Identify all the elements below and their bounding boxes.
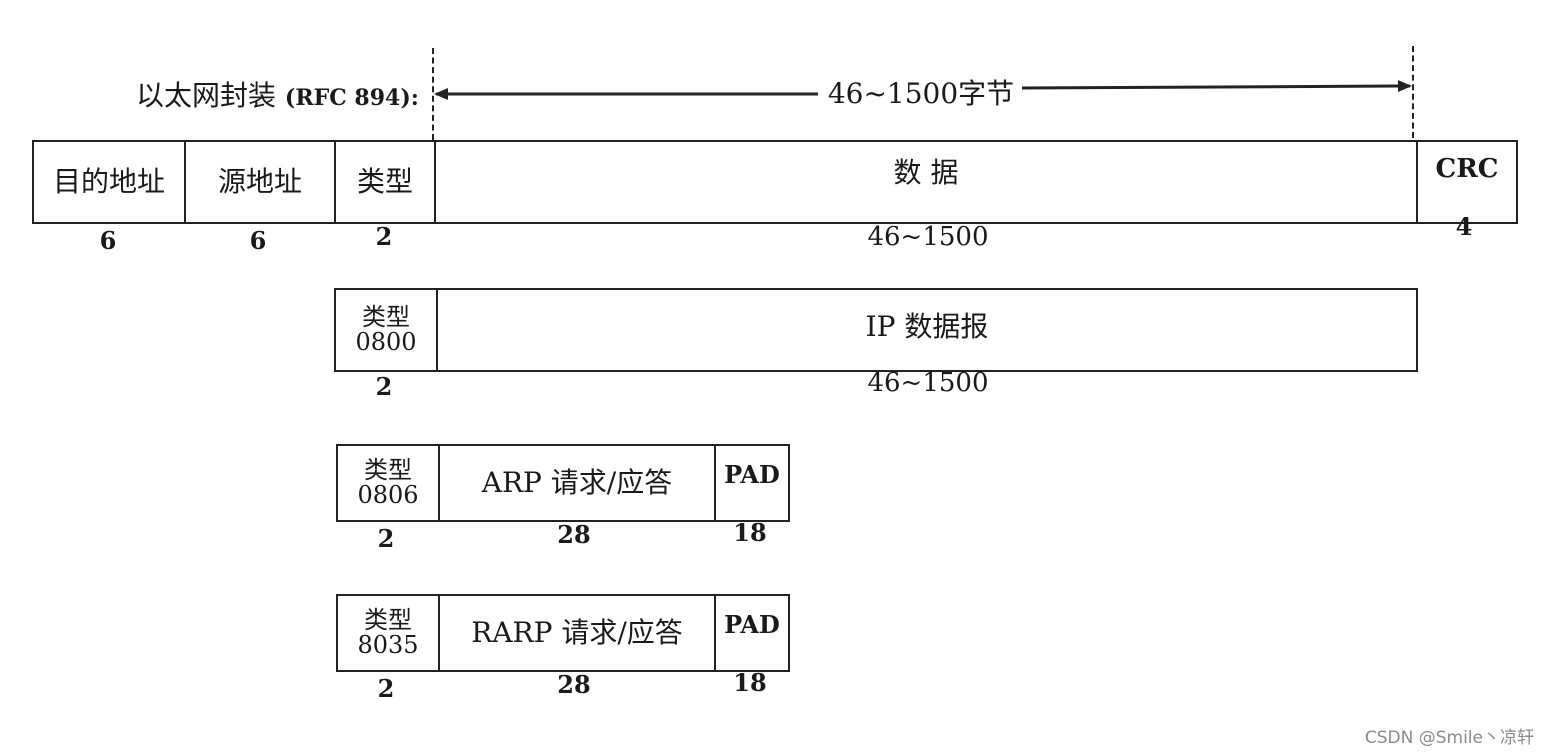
watermark: CSDN @Smile丶凉轩 bbox=[1364, 728, 1534, 748]
rarp-payload-field: RARP 请求/应答 bbox=[438, 596, 714, 670]
size-type: 2 bbox=[375, 222, 393, 251]
rarp-type-code: 8035 bbox=[357, 631, 419, 659]
arp-frame: 类型 0806 ARP 请求/应答 PAD bbox=[336, 444, 790, 522]
ip-frame: 类型 0800 IP 数据报 bbox=[334, 288, 1418, 372]
size-crc: 4 bbox=[1455, 212, 1473, 241]
field-data: 数 据 bbox=[434, 142, 1416, 222]
ip-size-payload: 46~1500 bbox=[867, 368, 989, 398]
ip-type-code: 0800 bbox=[355, 328, 417, 356]
arp-size-type: 2 bbox=[377, 524, 395, 553]
arp-size-payload: 28 bbox=[557, 520, 591, 549]
rarp-type-field: 类型 8035 bbox=[338, 596, 438, 670]
arp-type-label: 类型 bbox=[364, 455, 412, 484]
ip-datagram-field: IP 数据报 bbox=[436, 290, 1416, 370]
arp-size-pad: 18 bbox=[733, 518, 767, 547]
rarp-size-pad: 18 bbox=[733, 668, 767, 697]
rarp-frame: 类型 8035 RARP 请求/应答 PAD bbox=[336, 594, 790, 672]
dashed-guide-right bbox=[1412, 46, 1414, 138]
size-data: 46~1500 bbox=[867, 222, 989, 252]
field-src-address: 源地址 bbox=[184, 142, 334, 222]
arp-type-code: 0806 bbox=[357, 481, 419, 509]
ip-size-type: 2 bbox=[375, 372, 393, 401]
ip-type-field: 类型 0800 bbox=[336, 290, 436, 370]
arp-type-field: 类型 0806 bbox=[338, 446, 438, 520]
size-dest: 6 bbox=[99, 226, 117, 255]
rarp-type-label: 类型 bbox=[364, 605, 412, 634]
size-src: 6 bbox=[249, 226, 267, 255]
encapsulation-label: 以太网封装 (RFC 894): bbox=[136, 74, 419, 114]
span-label: 46~1500字节 bbox=[827, 77, 1015, 110]
ethernet-frame: 目的地址 源地址 类型 数 据 CRC bbox=[32, 140, 1518, 224]
rarp-size-payload: 28 bbox=[557, 670, 591, 699]
field-dest-address: 目的地址 bbox=[52, 165, 165, 199]
rarp-pad-field: PAD bbox=[714, 596, 788, 670]
arp-payload-field: ARP 请求/应答 bbox=[438, 446, 714, 520]
field-type: 类型 bbox=[334, 142, 434, 222]
dashed-guide-left bbox=[432, 48, 434, 140]
arp-pad-field: PAD bbox=[714, 446, 788, 520]
encapsulation-label-cn: 以太网封装 bbox=[136, 79, 277, 112]
ip-type-label: 类型 bbox=[362, 302, 410, 331]
rarp-size-type: 2 bbox=[377, 674, 395, 703]
encapsulation-label-ref: (RFC 894): bbox=[284, 85, 419, 111]
span-arrow bbox=[434, 80, 1412, 100]
span-arrow-right-segment bbox=[1021, 80, 1412, 93]
field-crc: CRC bbox=[1416, 142, 1516, 222]
